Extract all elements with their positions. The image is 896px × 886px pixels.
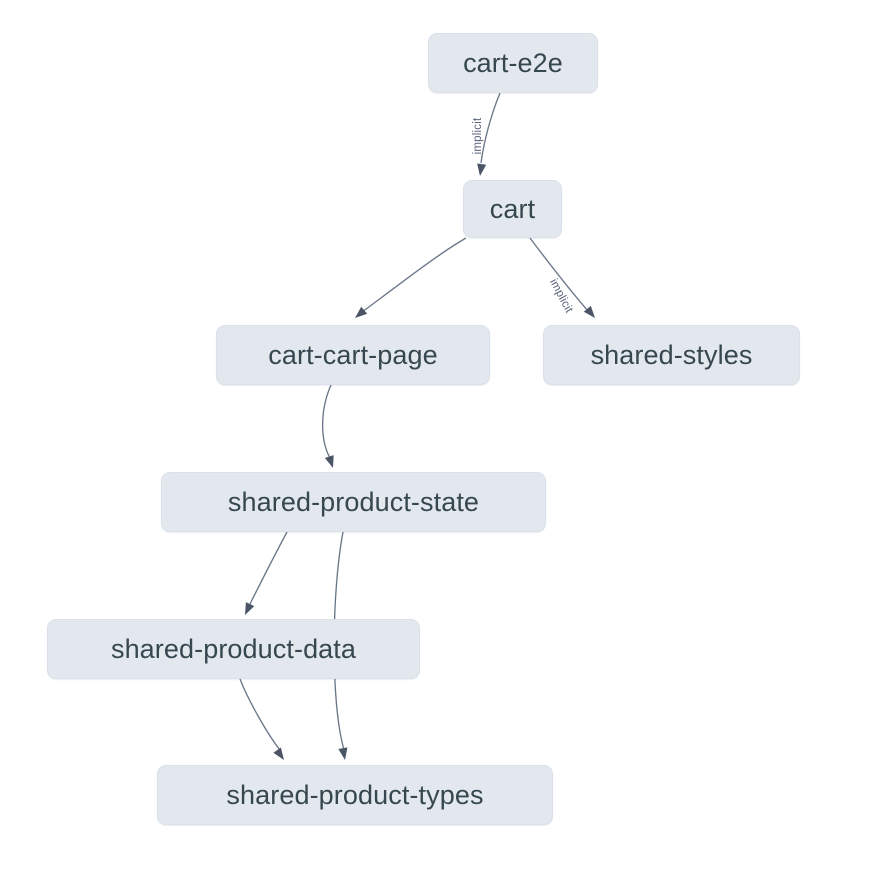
graph-node-label: shared-product-data bbox=[110, 633, 357, 664]
graph-node-cart-e2e[interactable]: cart-e2e bbox=[428, 33, 598, 93]
graph-node-shared-product-data[interactable]: shared-product-data bbox=[47, 619, 420, 679]
graph-node-label: cart-cart-page bbox=[268, 339, 438, 370]
graph-node-label: cart-e2e bbox=[463, 47, 563, 78]
graph-node-label: shared-product-types bbox=[226, 779, 484, 810]
graph-node-cart[interactable]: cart bbox=[463, 180, 562, 238]
graph-node-cart-cart-page[interactable]: cart-cart-page bbox=[216, 325, 490, 385]
graph-node-label: shared-product-state bbox=[227, 486, 480, 517]
graph-node-label: shared-styles bbox=[590, 339, 753, 370]
graph-node-shared-styles[interactable]: shared-styles bbox=[543, 325, 800, 385]
graph-node-shared-product-state[interactable]: shared-product-state bbox=[161, 472, 546, 532]
graph-node-shared-product-types[interactable]: shared-product-types bbox=[157, 765, 553, 825]
graph-node-label: cart bbox=[489, 193, 536, 224]
